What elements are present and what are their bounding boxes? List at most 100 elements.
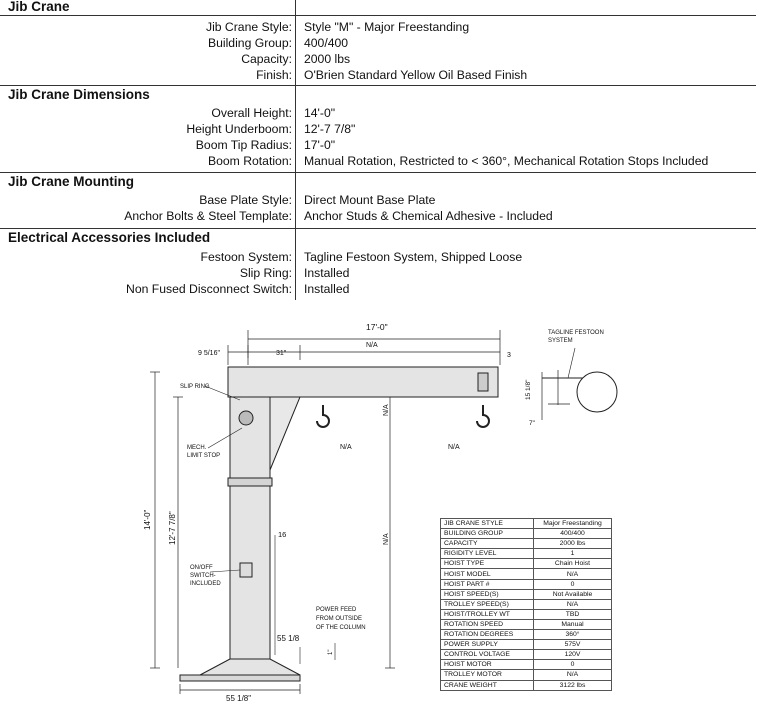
table-value: 400/400: [533, 528, 612, 540]
spec-value: 2000 lbs: [304, 52, 351, 66]
dimension-3: 3: [507, 352, 511, 359]
table-key: POWER SUPPLY: [440, 639, 534, 651]
spec-row: Height Underboom: 12'-7 7/8": [0, 122, 772, 138]
spec-label: Slip Ring:: [239, 266, 292, 280]
table-key: HOIST SPEED(S): [440, 588, 534, 600]
table-key: HOIST/TROLLEY WT: [440, 608, 534, 620]
table-row: TROLLEY SPEED(S)N/A: [440, 598, 612, 610]
trolley-shape: [477, 372, 489, 392]
table-key: CONTROL VOLTAGE: [440, 649, 534, 661]
spec-row: Boom Rotation: Manual Rotation, Restrict…: [0, 154, 772, 170]
spec-label: Boom Tip Radius:: [195, 138, 292, 152]
spec-value: 14'-0": [304, 106, 336, 120]
table-key: ROTATION DEGREES: [440, 629, 534, 641]
vertical-na-label: N/A: [383, 404, 390, 416]
column-collar: [227, 477, 273, 487]
hook-icon: [316, 405, 330, 428]
table-key: JIB CRANE STYLE: [440, 517, 534, 530]
hook-na-label: N/A: [340, 444, 352, 451]
table-key: BUILDING GROUP: [440, 528, 534, 540]
festoon-cable-loop: [576, 371, 618, 413]
spec-row: Overall Height: 14'-0": [0, 106, 772, 122]
table-value: N/A: [533, 568, 612, 580]
table-value: 3122 lbs: [533, 679, 612, 691]
table-key: CRANE WEIGHT: [440, 679, 534, 691]
power-feed-label: FROM OUTSIDE: [316, 616, 362, 622]
festoon-dimension-2: 7": [529, 420, 536, 427]
power-feed-label: POWER FEED: [316, 607, 357, 613]
spec-value: Manual Rotation, Restricted to < 360°, M…: [304, 154, 709, 168]
base-dimension-right: 55 1/8: [277, 634, 300, 643]
spec-label: Building Group:: [207, 36, 292, 50]
spec-value: Tagline Festoon System, Shipped Loose: [304, 250, 523, 264]
dimension-31: 31": [276, 350, 287, 357]
label-divider: [295, 0, 296, 300]
section-title-jib-crane: Jib Crane: [8, 0, 70, 14]
spec-value: O'Brien Standard Yellow Oil Based Finish: [304, 68, 528, 82]
table-key: HOIST MOTOR: [440, 659, 534, 671]
table-value: 575V: [533, 639, 612, 651]
spec-label: Capacity:: [241, 52, 292, 66]
spec-row: Building Group: 400/400: [0, 36, 772, 52]
section-divider: [0, 15, 756, 16]
spec-label: Festoon System:: [200, 250, 292, 264]
spec-label: Non Fused Disconnect Switch:: [126, 282, 292, 296]
boom-na-label: N/A: [366, 342, 378, 349]
table-key: TROLLEY SPEED(S): [440, 598, 534, 610]
spec-value: 12'-7 7/8": [304, 122, 356, 136]
spec-row: Anchor Bolts & Steel Template: Anchor St…: [0, 209, 772, 225]
table-value: Not Available: [533, 588, 612, 600]
slip-ring-shape: [238, 410, 254, 426]
table-row: HOIST PART #0: [440, 578, 612, 590]
spec-row: Finish: O'Brien Standard Yellow Oil Base…: [0, 68, 772, 84]
underboom-dimension: 12'-7 7/8": [168, 511, 177, 545]
spec-row: Capacity: 2000 lbs: [0, 52, 772, 68]
boom: [227, 366, 499, 398]
section-divider: [0, 228, 756, 229]
table-value: 120V: [533, 649, 612, 661]
disconnect-switch-shape: [239, 562, 253, 578]
spec-label: Anchor Bolts & Steel Template:: [124, 209, 292, 223]
spec-label: Height Underboom:: [186, 122, 292, 136]
table-key: HOIST MODEL: [440, 568, 534, 580]
table-value: TBD: [533, 608, 612, 620]
table-key: TROLLEY MOTOR: [440, 669, 534, 681]
power-feed-label: OF THE COLUMN: [316, 625, 366, 631]
spec-label: Jib Crane Style:: [205, 20, 292, 34]
section-title-dimensions: Jib Crane Dimensions: [8, 87, 150, 102]
spec-value: Style "M" - Major Freestanding: [304, 20, 470, 34]
table-key: ROTATION SPEED: [440, 618, 534, 631]
festoon-dimension: 15 1/8": [525, 379, 532, 400]
table-value: 360°: [533, 629, 612, 641]
table-key: RIGIDITY LEVEL: [440, 548, 534, 560]
switch-label: SWITCH-: [190, 573, 216, 579]
festoon-label: TAGLINE FESTOON: [548, 330, 604, 336]
spec-value: 400/400: [304, 36, 349, 50]
section-divider: [0, 85, 756, 86]
dimension-1: 1": [328, 650, 334, 655]
table-value: 1: [533, 548, 612, 560]
spec-value: Direct Mount Base Plate: [304, 193, 436, 207]
table-value: Manual: [533, 618, 612, 631]
table-value: N/A: [533, 669, 612, 681]
switch-label: INCLUDED: [190, 581, 221, 587]
table-value: Major Freestanding: [533, 517, 612, 530]
section-title-electrical: Electrical Accessories Included: [8, 230, 211, 245]
mech-stop-label: MECH.: [187, 445, 207, 451]
table-row: HOIST SPEED(S)Not Available: [440, 588, 612, 600]
mech-stop-label: LIMIT STOP: [187, 453, 220, 459]
spec-row: Jib Crane Style: Style "M" - Major Frees…: [0, 20, 772, 36]
spec-row: Boom Tip Radius: 17'-0": [0, 138, 772, 154]
switch-label: ON/OFF: [190, 565, 213, 571]
vertical-na-label: N/A: [383, 533, 390, 545]
festoon-label: SYSTEM: [548, 338, 573, 344]
